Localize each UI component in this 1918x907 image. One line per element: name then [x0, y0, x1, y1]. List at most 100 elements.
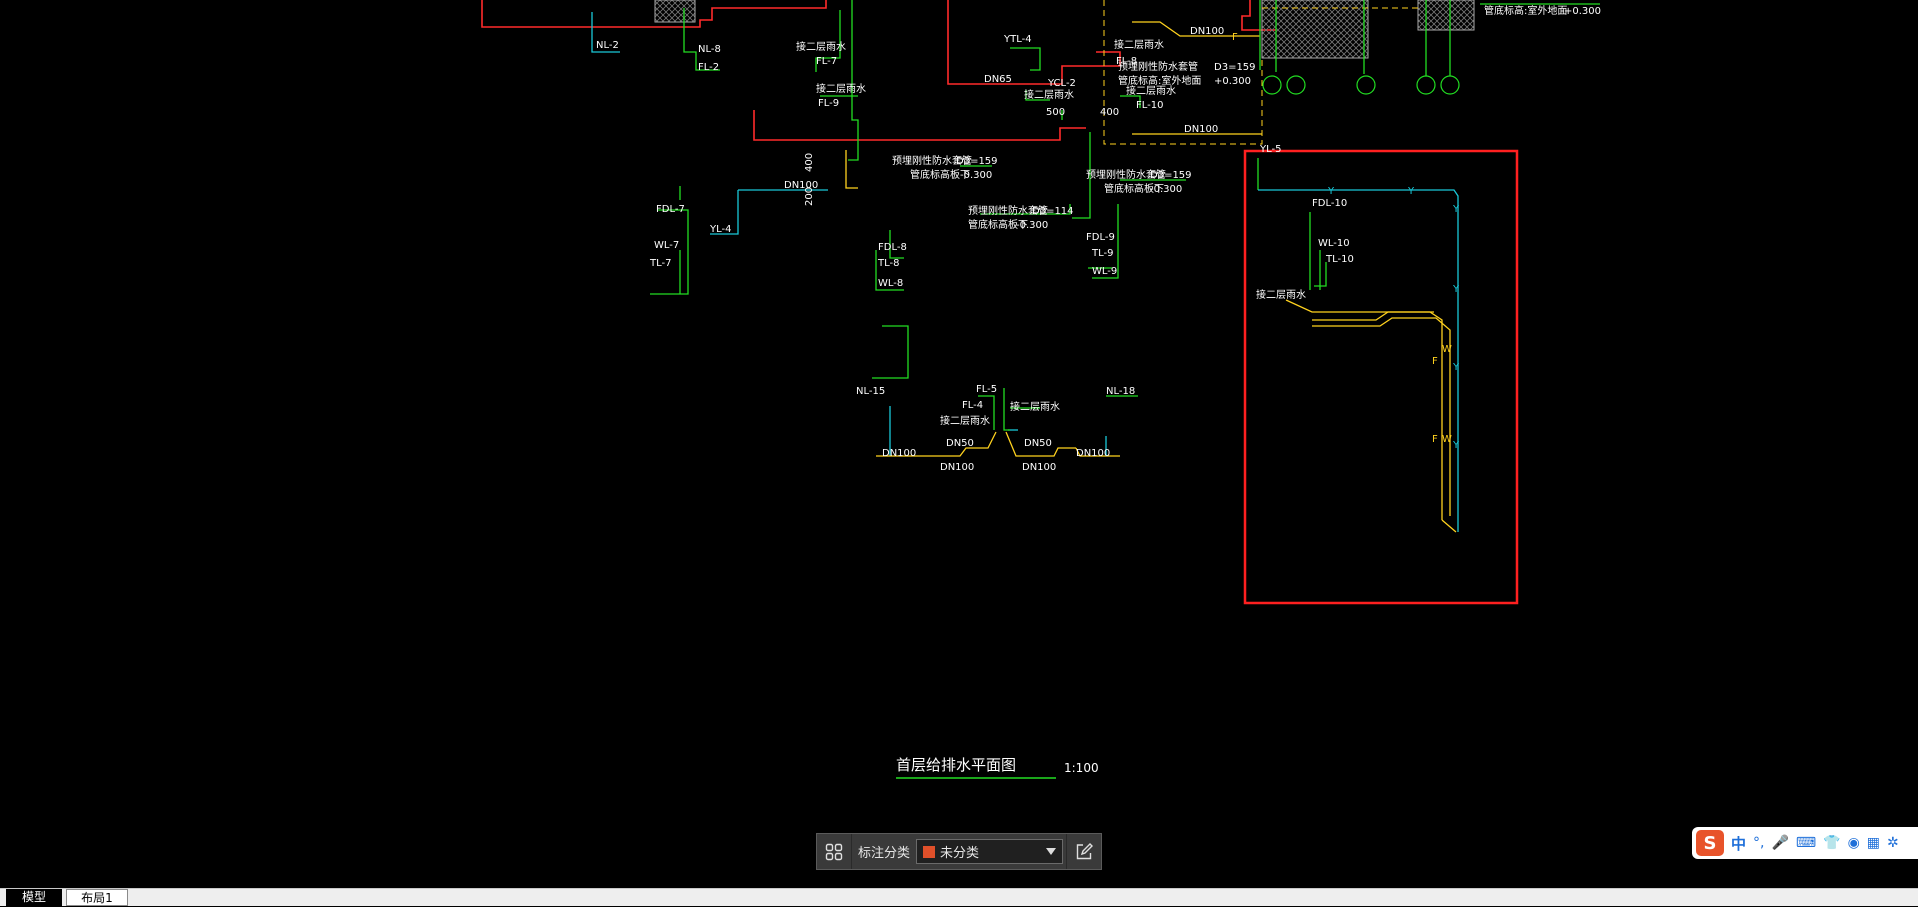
label-second-floor-e: 接二层雨水 — [940, 414, 990, 427]
label-elev-a: +0.300 — [1214, 76, 1251, 87]
label-dn50-a: DN50 — [946, 438, 974, 449]
label-fl2: FL-2 — [698, 62, 719, 73]
label-wl10: WL-10 — [1318, 238, 1350, 249]
label-pipe-note-b2: 管底标高板下 — [910, 168, 970, 181]
label-second-floor-c: 接二层雨水 — [1024, 88, 1074, 101]
label-dim500: 500 — [1046, 107, 1065, 118]
label-f-2: F — [1432, 434, 1438, 445]
label-d114: D3=114 — [1032, 206, 1074, 217]
label-ycl2: YCL-2 — [1047, 78, 1076, 89]
label-wl9: WL-9 — [1092, 266, 1117, 277]
dashed-boundary — [1103, 0, 1418, 145]
label-dn50-b: DN50 — [1024, 438, 1052, 449]
pipe-lines-top — [591, 0, 1600, 295]
label-pipe-note-c2: 管底标高板下 — [968, 218, 1028, 231]
skin-icon[interactable]: 👕 — [1823, 835, 1841, 851]
label-second-floor-d: 接二层雨水 — [1114, 38, 1164, 51]
label-fl9: FL-9 — [818, 98, 839, 109]
label-w-2: W — [1442, 434, 1452, 445]
label-fl5: FL-5 — [976, 384, 997, 395]
label-elev-d: -0.300 — [1150, 184, 1182, 195]
label-nl8: NL-8 — [698, 44, 721, 55]
label-elev-c: -0.300 — [1016, 220, 1048, 231]
label-pipe-note-a1: 预埋刚性防水套管 — [1118, 60, 1198, 73]
label-dn100-a: DN100 — [882, 448, 916, 459]
label-dn100-b: DN100 — [940, 462, 974, 473]
label-dn100-top: DN100 — [1190, 26, 1224, 37]
label-d159-a: D3=159 — [1214, 62, 1256, 73]
label-top-right-elev: +0.300 — [1564, 6, 1601, 17]
chevron-down-icon[interactable] — [1046, 848, 1057, 855]
layout-tab-strip: 模型 布局1 — [0, 888, 1918, 906]
label-dn100-left: DN100 — [784, 180, 818, 191]
microphone-icon[interactable]: 🎤 — [1771, 835, 1789, 851]
assistant-icon[interactable]: ◉ — [1847, 835, 1860, 851]
punctuation-toggle[interactable]: °, — [1753, 835, 1765, 851]
hatch-block-left — [654, 0, 696, 23]
ime-mode-toggle[interactable]: 中 — [1731, 834, 1747, 853]
label-second-floor-g: 接二层雨水 — [1256, 288, 1306, 301]
drawing-labels: NL-2 NL-8 FL-2 接二层雨水 FL-7 接二层雨水 FL-9 YTL… — [596, 4, 1601, 775]
label-d159-d: D3=159 — [1150, 170, 1192, 181]
pipe-lines-middle — [872, 325, 1138, 457]
label-tl7: TL-7 — [649, 258, 671, 269]
label-fl7: FL-7 — [816, 56, 837, 67]
label-fdl8: FDL-8 — [878, 242, 907, 253]
label-dn65: DN65 — [984, 74, 1012, 85]
hatch-block-right — [1261, 0, 1369, 59]
label-dn100-c: DN100 — [1022, 462, 1056, 473]
annotation-category-toolbar: 标注分类 未分类 — [816, 833, 1102, 870]
label-nl2: NL-2 — [596, 40, 619, 51]
label-dn100-mid: DN100 — [1184, 124, 1218, 135]
label-wl8: WL-8 — [878, 278, 903, 289]
label-dn100-d: DN100 — [1076, 448, 1110, 459]
apps-grid-icon[interactable]: ▦ — [1866, 835, 1881, 851]
sogou-logo-icon[interactable]: S — [1696, 830, 1724, 856]
label-second-floor-f: 接二层雨水 — [1010, 400, 1060, 413]
hatch-block-right-2 — [1417, 0, 1475, 31]
label-pipe-note-d2: 管底标高板下 — [1104, 182, 1164, 195]
label-second-floor-e-top: 接二层雨水 — [1126, 84, 1176, 97]
tab-layout1[interactable]: 布局1 — [66, 889, 128, 906]
label-nl18: NL-18 — [1106, 386, 1135, 397]
edit-icon[interactable] — [1066, 834, 1101, 869]
label-yl4: YL-4 — [709, 224, 731, 235]
red-wall-lines — [481, 0, 1276, 141]
annotation-category-value: 未分类 — [940, 846, 980, 861]
label-ytl4: YTL-4 — [1003, 34, 1032, 45]
label-second-floor-b: 接二层雨水 — [816, 82, 866, 95]
drawing-scale: 1:100 — [1064, 761, 1099, 775]
label-y-1: Y — [1327, 186, 1335, 197]
drawing-title: 首层给排水平面图 — [896, 756, 1016, 774]
label-pipe-note-c1: 预埋刚性防水套管 — [968, 204, 1048, 217]
label-fl8: FL-8 — [1116, 56, 1137, 67]
label-pipe-note-d1: 预埋刚性防水套管 — [1086, 168, 1166, 181]
label-nl15: NL-15 — [856, 386, 885, 397]
tab-model[interactable]: 模型 — [6, 889, 62, 906]
settings-icon[interactable]: ✲ — [1887, 835, 1899, 851]
highlight-box — [1243, 149, 1519, 605]
label-fl10: FL-10 — [1136, 100, 1163, 111]
label-fl4: FL-4 — [962, 400, 983, 411]
grid-icon[interactable] — [817, 834, 852, 869]
label-y-4: Y — [1452, 284, 1460, 295]
label-dim400: 400 — [1100, 107, 1119, 118]
label-f-1: F — [1432, 356, 1438, 367]
label-elev-b: -0.300 — [960, 170, 992, 181]
keyboard-icon[interactable]: ⌨ — [1795, 835, 1817, 851]
label-y-3: Y — [1452, 204, 1460, 215]
label-f-top: F — [1232, 32, 1238, 43]
label-fdl10: FDL-10 — [1312, 198, 1347, 209]
label-fdl9: FDL-9 — [1086, 232, 1115, 243]
floor-drain-symbols — [1262, 75, 1460, 95]
label-y-5: Y — [1452, 362, 1460, 373]
label-yl5: YL-5 — [1259, 144, 1281, 155]
label-dim200: 200 — [804, 187, 815, 206]
cad-drawing-canvas[interactable]: NL-2 NL-8 FL-2 接二层雨水 FL-7 接二层雨水 FL-9 YTL… — [0, 0, 1918, 888]
label-fdl7: FDL-7 — [656, 204, 685, 215]
label-pipe-note-a2: 管底标高:室外地面 — [1118, 74, 1201, 87]
annotation-category-select[interactable]: 未分类 — [916, 839, 1064, 864]
label-wl7: WL-7 — [654, 240, 679, 251]
pipe-lines-highlight — [1257, 158, 1459, 533]
label-tl8: TL-8 — [877, 258, 899, 269]
